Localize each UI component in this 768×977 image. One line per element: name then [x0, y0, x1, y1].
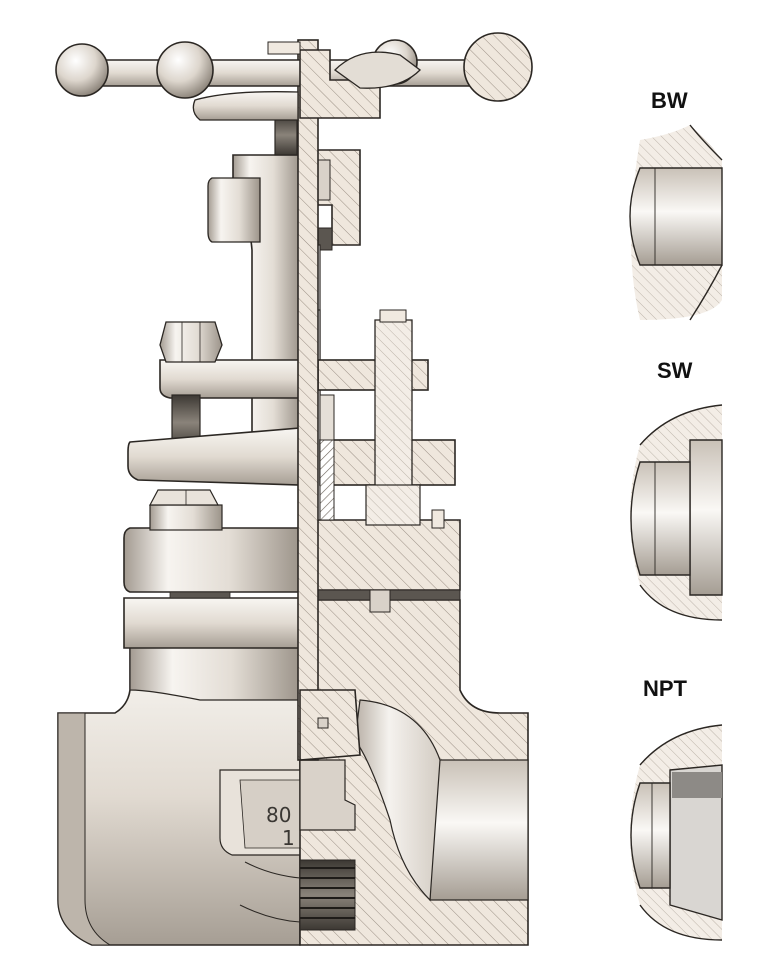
bottom-thread-detail: [299, 859, 356, 931]
body-marking-line1: 80: [266, 803, 291, 827]
globe-valve-cutaway: 80 1: [55, 32, 533, 946]
bonnet-flange: [123, 489, 301, 649]
gland-section: [299, 309, 456, 529]
valve-disc: [299, 689, 361, 761]
bw-bore: [629, 167, 723, 266]
sw-pipe-bore: [630, 461, 691, 576]
bonnet-flange-section: [299, 519, 461, 613]
npt-detail: NPT: [630, 676, 723, 941]
label-sw: SW: [657, 358, 693, 383]
bw-detail: BW: [629, 88, 723, 321]
packing-rings: [319, 439, 335, 521]
valve-body-section: [299, 599, 529, 946]
handwheel-knob-left: [55, 43, 109, 97]
sw-socket-bore: [689, 439, 723, 596]
label-npt: NPT: [643, 676, 688, 701]
sw-detail: SW: [630, 358, 723, 621]
label-bw: BW: [651, 88, 688, 113]
gland-flange: [127, 321, 301, 486]
handwheel-knob-center: [156, 41, 214, 99]
valve-body-exterior: [57, 639, 301, 946]
handwheel-knob-right-section: [463, 32, 533, 102]
yoke: [207, 154, 301, 461]
handwheel: [55, 32, 533, 121]
npt-pipe-bore: [630, 782, 671, 889]
body-marking-line2: 1: [282, 826, 295, 850]
